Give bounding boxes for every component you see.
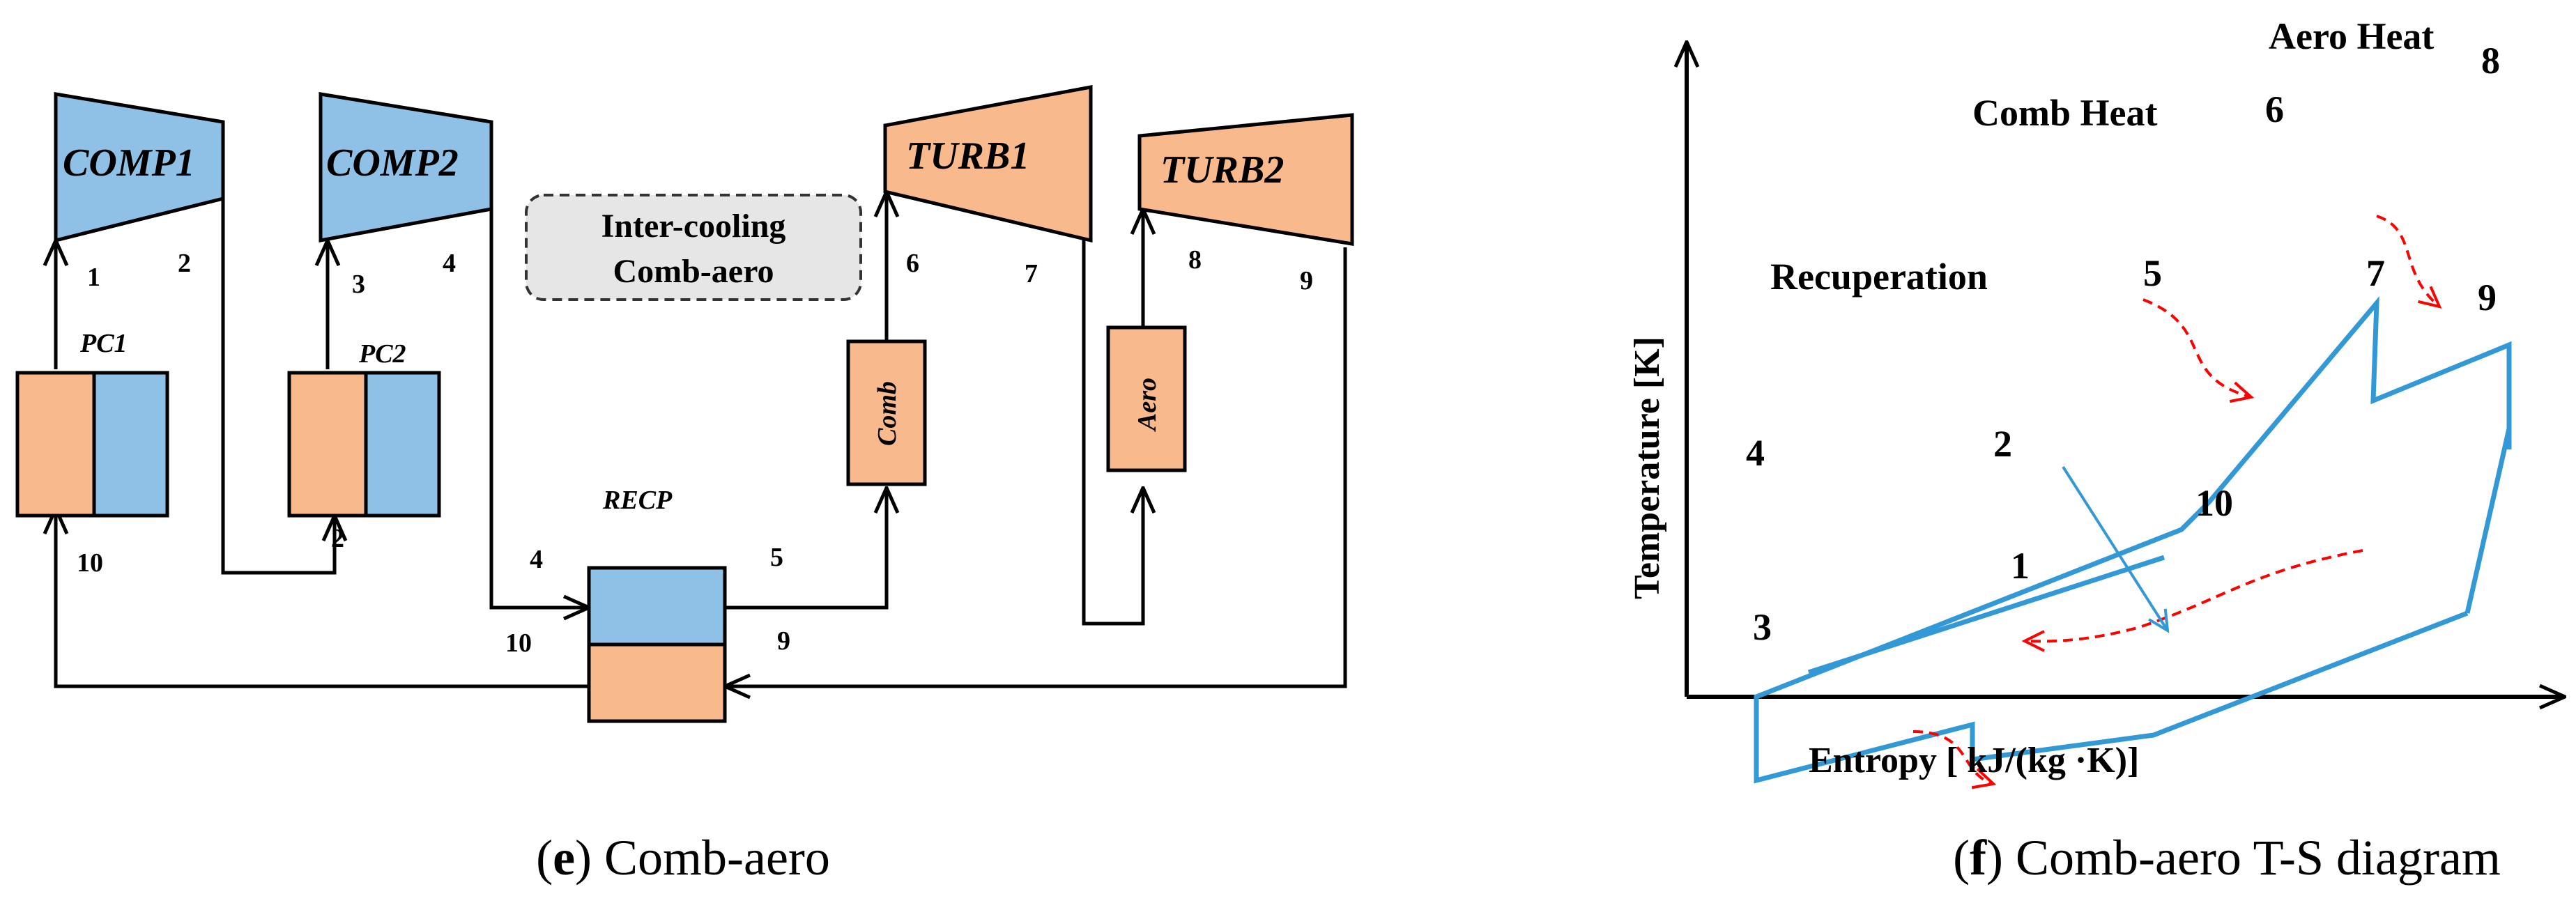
schematic-panel — [15, 84, 1354, 723]
recuperation-pointer — [2062, 465, 2170, 633]
legend-text: Inter-cooling Comb-aero — [601, 208, 786, 290]
ts-point-4: 4 — [1746, 432, 1765, 474]
ts-point-numbers: 1 2 3 4 5 6 7 8 9 10 — [1746, 40, 2500, 648]
y-axis-label: Temperature [K] — [1627, 337, 1667, 599]
aero-heater — [1106, 325, 1187, 472]
state-7: 7 — [1025, 259, 1038, 288]
ts-axes — [1687, 42, 2565, 697]
comp1-compressor — [54, 92, 225, 243]
state-numbers: 1 2 3 4 6 7 8 9 10 2 4 5 10 9 — [77, 245, 1313, 658]
ts-axis-labels: Entropy [ kJ/(kg ·K)] Temperature [K] — [1627, 337, 2139, 780]
recuperation-arrow-red — [2021, 549, 2363, 652]
component-labels: COMP1 COMP2 TURB1 TURB2 — [63, 134, 1284, 192]
ts-point-6: 6 — [2265, 88, 2284, 130]
comb-heat-label: Comb Heat — [1972, 92, 2157, 134]
comp2-compressor — [319, 92, 493, 243]
comb-combustor — [846, 339, 927, 486]
state-4-recp: 4 — [530, 545, 543, 574]
state-9-recp: 9 — [777, 626, 790, 656]
turb1-label: TURB1 — [906, 134, 1029, 178]
equipment-labels: PC1 PC2 RECP Comb Aero — [79, 329, 1162, 515]
ts-point-8: 8 — [2481, 40, 2500, 82]
caption-e-letter: e — [553, 830, 575, 886]
aero-heat-arrow — [2376, 215, 2442, 309]
pc1-label: PC1 — [79, 329, 128, 358]
comb-heat-arrow — [2142, 298, 2255, 403]
recp-recuperator — [587, 566, 727, 723]
comp2-label: COMP2 — [326, 141, 459, 185]
state-1: 1 — [87, 263, 100, 292]
state-8: 8 — [1188, 245, 1202, 275]
ts-heat-arrows — [1912, 215, 2442, 789]
legend-line1: Inter-cooling — [601, 208, 786, 245]
caption-f: (f) Comb-aero T-S diagram — [1953, 830, 2501, 886]
state-10-recp: 10 — [505, 628, 532, 658]
caption-e-text: Comb-aero — [592, 830, 830, 886]
caption-f-text: Comb-aero T-S diagram — [2003, 830, 2501, 886]
ts-annotations: Comb Heat Aero Heat Recuperation — [1770, 15, 2434, 298]
ts-point-10: 10 — [2195, 482, 2233, 524]
ts-cycle — [1754, 295, 2512, 784]
turb2-label: TURB2 — [1160, 148, 1284, 192]
state-6: 6 — [906, 249, 919, 278]
caption-f-letter: f — [1970, 830, 1987, 886]
pc2-label: PC2 — [358, 339, 406, 369]
piping — [56, 192, 1347, 686]
recuperation-label: Recuperation — [1770, 256, 1988, 298]
aero-heat-label: Aero Heat — [2269, 15, 2434, 57]
state-3: 3 — [352, 270, 365, 299]
turb1-turbine — [883, 84, 1093, 243]
ts-point-2: 2 — [1993, 423, 2012, 465]
legend-line2: Comb-aero — [613, 253, 774, 290]
state-2-comp1: 2 — [178, 249, 191, 278]
pc1-precooler — [15, 371, 169, 518]
aero-label: Aero — [1133, 378, 1162, 432]
ts-point-3: 3 — [1753, 606, 1772, 648]
state-5: 5 — [770, 543, 783, 572]
ts-diagram — [1687, 42, 2565, 789]
pc2-precooler — [287, 371, 441, 518]
legend-box — [525, 194, 862, 301]
x-axis-label: Entropy [ kJ/(kg ·K)] — [1809, 741, 2139, 780]
process-line-main — [1754, 295, 2512, 784]
precool-arrow — [1912, 730, 1997, 789]
comb-label: Comb — [873, 381, 902, 446]
ts-point-9: 9 — [2478, 277, 2497, 318]
recp-label: RECP — [602, 486, 673, 515]
ts-point-5: 5 — [2143, 252, 2162, 294]
comp1-label: COMP1 — [63, 141, 195, 185]
state-10-pc1: 10 — [77, 548, 103, 578]
state-4-comp2: 4 — [443, 249, 456, 278]
caption-e: (e) Comb-aero — [536, 830, 830, 886]
turb2-turbine — [1137, 113, 1354, 246]
ts-point-7: 7 — [2366, 252, 2385, 294]
state-2-pc2: 2 — [331, 524, 344, 553]
state-9-turb2: 9 — [1300, 266, 1313, 295]
ts-point-1: 1 — [2011, 545, 2030, 587]
